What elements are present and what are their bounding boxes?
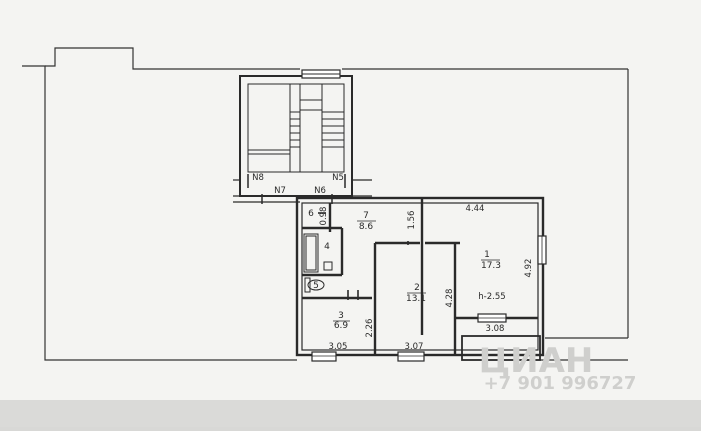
dim-4-44: 4.44 xyxy=(466,204,485,214)
dim-0-98: 0.98 xyxy=(319,207,329,226)
dim-2-26: 2.26 xyxy=(365,319,375,338)
corridor xyxy=(233,179,372,203)
room-7-number: 7 xyxy=(363,211,369,221)
dim-4-92: 4.92 xyxy=(524,259,534,278)
room-2-number: 2 xyxy=(414,283,420,293)
dim-3-07: 3.07 xyxy=(405,342,424,352)
dim-3-08: 3.08 xyxy=(486,324,505,334)
marker-n5: N5 xyxy=(332,173,344,183)
building-outline xyxy=(22,47,629,361)
dim-3-05: 3.05 xyxy=(329,342,348,352)
marker-n6: N6 xyxy=(314,186,326,196)
room-3-number: 3 xyxy=(338,311,344,321)
watermark-phone: +7 901 996727 xyxy=(484,373,637,394)
balcony xyxy=(461,335,541,361)
door-ticks xyxy=(318,212,409,300)
dimension-labels: 4.44 4.92 1.56 0.98 4.28 2.26 3.05 3.07 … xyxy=(319,204,534,352)
marker-n8: N8 xyxy=(252,173,264,183)
corridor-markers: N8 N5 N7 N6 xyxy=(252,173,344,196)
room-4-number: 4 xyxy=(324,242,330,252)
photo-shadow xyxy=(0,400,701,427)
watermark: ЦИАН +7 901 996727 xyxy=(479,341,637,394)
dim-1-56: 1.56 xyxy=(407,211,417,230)
ceiling-height: h-2.55 xyxy=(478,292,505,302)
stair-steps xyxy=(290,99,344,148)
staircase xyxy=(239,75,353,197)
room-2-area: 13.1 xyxy=(406,294,426,304)
room-3-area: 6.9 xyxy=(334,321,349,331)
room-1-number: 1 xyxy=(484,250,490,260)
room-7-area: 8.6 xyxy=(359,222,374,232)
room-5-number: 5 xyxy=(313,281,319,291)
window-sashes xyxy=(312,236,543,357)
bathroom-fixtures xyxy=(303,233,333,293)
watermark-brand: ЦИАН xyxy=(479,341,594,381)
marker-n7: N7 xyxy=(274,186,286,196)
dim-4-28: 4.28 xyxy=(445,289,455,308)
apartment-walls xyxy=(295,196,545,357)
room-1-area: 17.3 xyxy=(481,261,501,271)
room-labels: 1 17.3 2 13.1 3 6.9 4 5 6 7 8.6 xyxy=(308,209,501,331)
room-6-number: 6 xyxy=(308,209,314,219)
